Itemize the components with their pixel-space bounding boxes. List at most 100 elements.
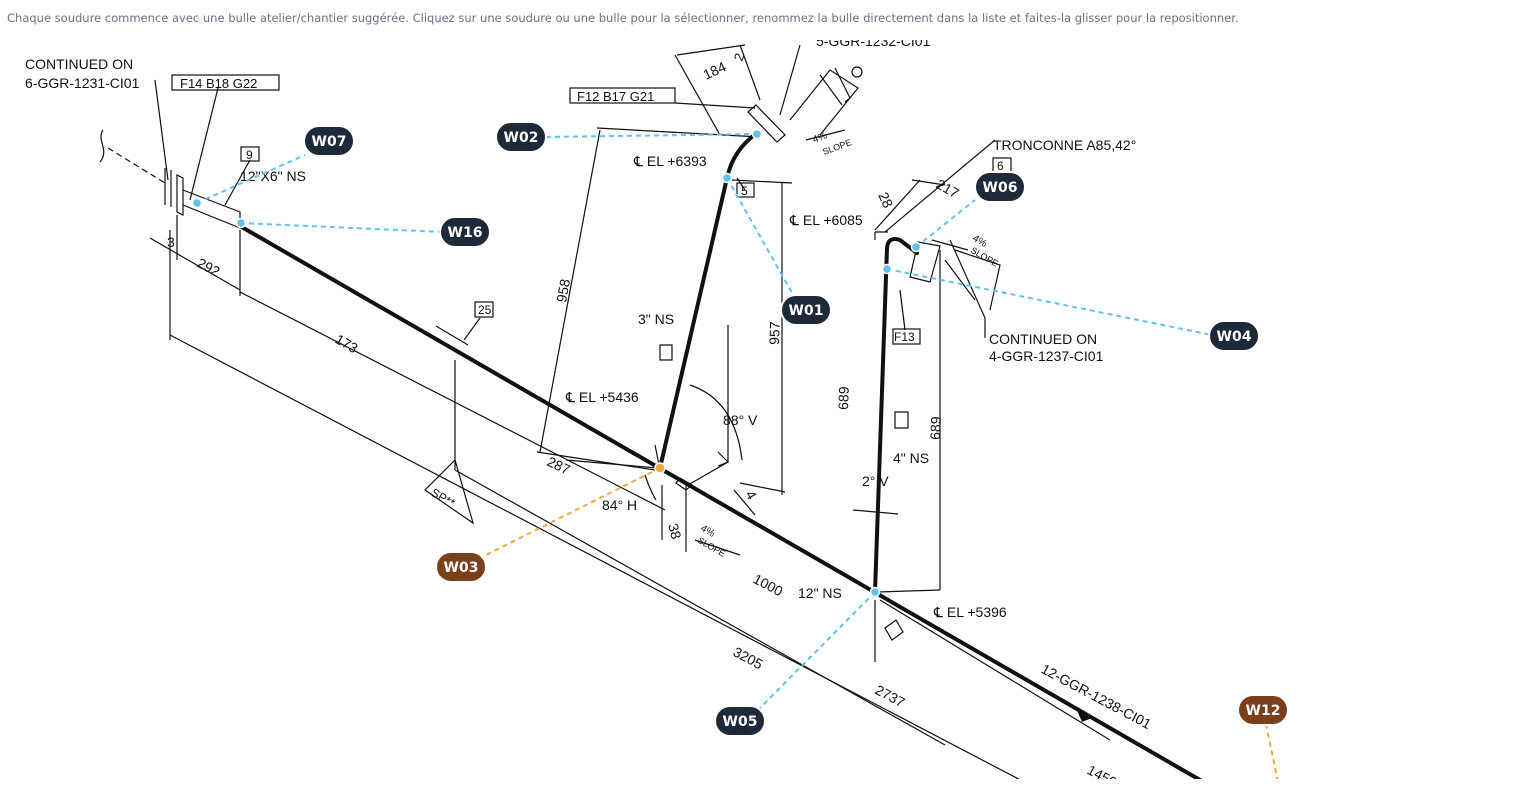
slope-arrow-2 bbox=[805, 129, 846, 141]
bubble-shape-shop[interactable] bbox=[439, 216, 491, 248]
box-f14-frame bbox=[171, 74, 280, 91]
bubble-label: W03 bbox=[444, 560, 479, 576]
box-f12-frame bbox=[569, 87, 676, 104]
ext-line-4 bbox=[739, 482, 786, 493]
weld-point-w03[interactable] bbox=[654, 462, 666, 474]
isometric-drawing-canvas[interactable]: CONTINUED ON 6-GGR-1231-CI01 F14 B18 G22… bbox=[7, 40, 1533, 779]
label-angle-88v: 88° V bbox=[723, 412, 758, 428]
bubble-label: W04 bbox=[1217, 329, 1252, 345]
box-25-frame bbox=[474, 301, 494, 318]
weld-bubbles[interactable]: W07 W02 W16 W06 W01 W04 W03 W05 bbox=[303, 121, 1289, 737]
weld-bubble-w03[interactable]: W03 bbox=[435, 551, 487, 583]
weld-bubble-w12[interactable]: W12 bbox=[1237, 694, 1289, 726]
ext-line-957-mid bbox=[687, 325, 729, 486]
label-box-5: 5 bbox=[741, 184, 748, 198]
bubble-shape-shop[interactable] bbox=[303, 125, 355, 157]
bubble-shape-shop[interactable] bbox=[1208, 320, 1260, 352]
weld-point-w06[interactable] bbox=[910, 241, 922, 253]
instructions-text: Chaque soudure commence avec une bulle a… bbox=[7, 11, 1239, 25]
label-tronconne: TRONCONNE A85,42° bbox=[993, 137, 1136, 153]
label-dim-217: 217 bbox=[934, 176, 962, 202]
weld-point-w07[interactable] bbox=[191, 197, 203, 209]
bubble-shape-shop[interactable] bbox=[974, 171, 1026, 203]
bubble-label: W05 bbox=[723, 714, 758, 730]
weld-bubble-w05[interactable]: W05 bbox=[714, 705, 766, 737]
weld-bubble-w01[interactable]: W01 bbox=[780, 294, 832, 326]
leader-continued-2 bbox=[949, 239, 986, 338]
label-angle-2v: 2° V bbox=[862, 473, 889, 489]
leader-f14 bbox=[189, 87, 219, 201]
ext-line-957-top bbox=[731, 179, 793, 184]
box-5-frame bbox=[736, 182, 755, 198]
label-dim-38: 38 bbox=[665, 522, 685, 541]
weld-point-w02[interactable] bbox=[751, 128, 763, 140]
label-box-6: 6 bbox=[997, 159, 1004, 173]
pipe-main-12in bbox=[238, 224, 1202, 779]
weld-bubble-w02[interactable]: W02 bbox=[495, 121, 547, 153]
dim-2v bbox=[852, 509, 899, 515]
weld-point-w01[interactable] bbox=[721, 172, 733, 184]
dim-line-173 bbox=[239, 291, 666, 511]
bubble-shape-field[interactable] bbox=[1237, 694, 1289, 726]
label-dim-3: 3 bbox=[167, 234, 175, 250]
label-top-line: 5-GGR-1232-CI01 bbox=[816, 40, 931, 49]
leader-287 bbox=[565, 459, 658, 469]
bubble-label: W12 bbox=[1246, 703, 1281, 719]
drawing-svg[interactable]: CONTINUED ON 6-GGR-1231-CI01 F14 B18 G22… bbox=[7, 40, 1533, 779]
bubble-shape-shop[interactable] bbox=[495, 121, 547, 153]
bubble-label: W16 bbox=[448, 225, 483, 241]
label-continued-2b: 4-GGR-1237-CI01 bbox=[989, 348, 1104, 364]
weld-point-w05[interactable] bbox=[869, 586, 881, 598]
leader-w01 bbox=[726, 177, 796, 299]
leader-w03 bbox=[483, 467, 661, 557]
leader-f12 bbox=[674, 102, 756, 109]
break-symbol bbox=[99, 129, 105, 163]
ext-line-958-top bbox=[596, 127, 761, 138]
label-ns-4: 4" NS bbox=[893, 450, 929, 466]
label-box-9: 9 bbox=[246, 148, 253, 162]
bubble-shape-shop[interactable] bbox=[780, 294, 832, 326]
leader-w16 bbox=[239, 222, 444, 233]
leader-25 bbox=[463, 317, 481, 341]
weld-bubble-w06[interactable]: W06 bbox=[974, 171, 1026, 203]
valve-right bbox=[909, 241, 941, 283]
weld-bubble-w07[interactable]: W07 bbox=[303, 125, 355, 157]
weld-leaders bbox=[196, 133, 1279, 779]
angle-arc-88 bbox=[689, 384, 743, 461]
label-continued-2a: CONTINUED ON bbox=[989, 331, 1097, 347]
label-box-f12: F12 B17 G21 bbox=[577, 89, 654, 104]
slope-arrow-1 bbox=[694, 539, 741, 556]
weld-points[interactable] bbox=[191, 128, 922, 598]
bubble-shape-shop[interactable] bbox=[714, 705, 766, 737]
weld-point-w16[interactable] bbox=[235, 217, 247, 229]
ext-right-1 bbox=[874, 179, 921, 231]
fitting-3in bbox=[659, 344, 673, 361]
label-dim-292: 292 bbox=[195, 255, 223, 280]
label-dim-1450: 1450 bbox=[1085, 762, 1120, 779]
break-zig-right bbox=[944, 249, 1001, 311]
box-9-frame bbox=[240, 146, 260, 162]
leader-continued bbox=[154, 79, 169, 181]
label-dim-1000: 1000 bbox=[751, 571, 786, 600]
label-slope-word-3: SLOPE bbox=[969, 245, 1000, 269]
leader-w07 bbox=[196, 154, 306, 204]
fitting-4in bbox=[894, 411, 909, 429]
label-ns-12: 12" NS bbox=[798, 585, 842, 601]
weld-bubble-w04[interactable]: W04 bbox=[1208, 320, 1260, 352]
dashed-continuation bbox=[107, 147, 166, 184]
label-dim-689b: 689 bbox=[927, 416, 944, 440]
bubble-shape-field[interactable] bbox=[435, 551, 487, 583]
flange-face bbox=[176, 174, 184, 216]
weld-point-w04[interactable] bbox=[881, 263, 893, 275]
label-continued-1a: CONTINUED ON bbox=[25, 56, 133, 72]
support-triangle bbox=[424, 458, 475, 525]
box-f13-frame bbox=[892, 328, 921, 345]
label-dim-3205: 3205 bbox=[731, 644, 766, 673]
leader-top-label bbox=[779, 44, 801, 116]
weld-bubble-w16[interactable]: W16 bbox=[439, 216, 491, 248]
dim-line-217 bbox=[911, 179, 946, 186]
drawing-labels: CONTINUED ON 6-GGR-1231-CI01 F14 B18 G22… bbox=[25, 40, 1154, 779]
break-zig-top bbox=[789, 69, 859, 136]
pipe-branch-4in bbox=[873, 237, 919, 594]
label-slope-pct-1: 4% bbox=[811, 131, 828, 146]
